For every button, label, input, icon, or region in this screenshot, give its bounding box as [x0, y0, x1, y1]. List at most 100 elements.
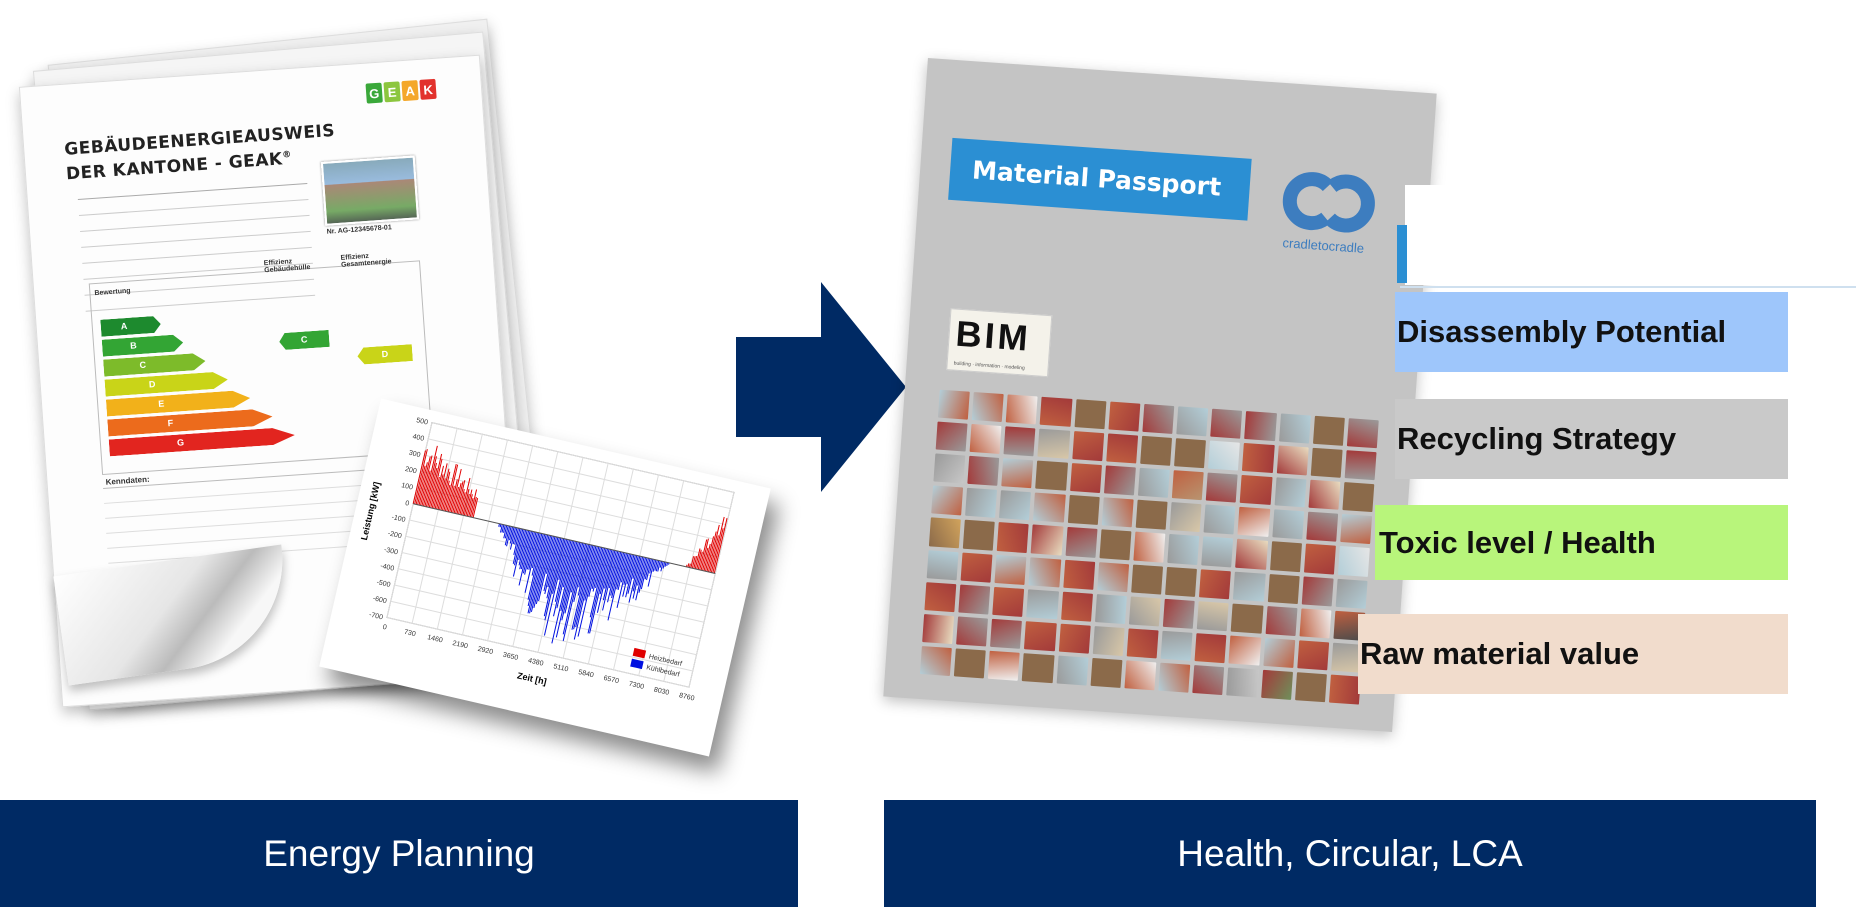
material-sample-tile — [1103, 465, 1136, 496]
grid-line — [688, 492, 735, 688]
geak-logo-letter: G — [365, 82, 383, 104]
heat-spike — [687, 563, 690, 568]
cool-spike — [503, 525, 508, 539]
cool-spike — [628, 555, 641, 603]
material-sample-tile — [933, 453, 966, 484]
cool-spike — [512, 528, 522, 564]
heat-spike — [431, 476, 440, 509]
energy-class-a: A — [100, 316, 161, 337]
label-toxic-level-health: Toxic level / Health — [1375, 505, 1788, 580]
material-sample-tile — [1060, 591, 1093, 622]
cool-spike — [637, 556, 645, 586]
y-tick-label: 400 — [412, 433, 425, 442]
cool-spike — [596, 549, 613, 613]
label-raw-material-value: Raw material value — [1358, 614, 1788, 694]
cool-spike — [564, 542, 582, 614]
material-sample-tile — [1205, 472, 1238, 503]
material-sample-tile — [1022, 653, 1055, 684]
cool-spike — [623, 553, 632, 585]
heat-spike — [417, 462, 428, 505]
cool-spike — [662, 561, 666, 569]
cool-spike — [632, 556, 642, 592]
cool-spike — [498, 523, 500, 527]
x-tick-label: 7300 — [628, 681, 645, 691]
material-sample-tile — [1208, 440, 1241, 471]
heat-spike — [415, 465, 426, 505]
material-sample-tile — [1328, 674, 1361, 705]
cool-spike — [509, 526, 514, 541]
cool-spike — [518, 529, 527, 561]
y-tick-label: 200 — [404, 466, 417, 475]
heat-spike — [450, 468, 462, 513]
heat-spike — [703, 543, 711, 572]
geak-title: GEBÄUDEENERGIEAUSWEIS DER KANTONE - GEAK… — [63, 120, 336, 185]
cool-spike — [575, 545, 595, 627]
material-sample-tile — [1028, 556, 1061, 588]
legend-swatch — [632, 647, 647, 659]
material-sample-tile — [1006, 394, 1039, 425]
cool-spike — [531, 533, 543, 576]
material-sample-tile — [958, 584, 991, 615]
material-sample-tile — [1269, 541, 1302, 572]
cool-spike — [530, 535, 550, 613]
cool-spike — [526, 532, 537, 570]
material-sample-tile — [1099, 529, 1132, 560]
material-sample-tile — [992, 586, 1025, 617]
y-tick-label: 0 — [404, 500, 409, 508]
material-sample-tile — [1203, 504, 1236, 535]
material-sample-tile — [1069, 463, 1102, 494]
material-sample-tile — [1344, 450, 1377, 481]
cool-spike — [644, 558, 651, 580]
y-tick-label: -700 — [368, 611, 383, 621]
heat-spike — [421, 470, 431, 506]
material-sample-tile — [1342, 482, 1375, 513]
total-column-heading: Effizienz Gesamtenergie — [340, 252, 392, 269]
cool-spike — [654, 560, 658, 571]
cool-spike — [500, 524, 503, 533]
cool-spike — [635, 557, 647, 601]
material-sample-tile — [931, 485, 964, 516]
material-sample-tile — [956, 616, 989, 647]
material-sample-tile — [1267, 573, 1300, 604]
material-sample-tile — [1105, 433, 1139, 464]
x-tick-label: 5840 — [578, 669, 595, 679]
heat-spike — [430, 458, 443, 508]
cool-spike — [589, 548, 607, 618]
material-sample-tile — [1071, 431, 1104, 462]
cool-spike — [518, 531, 533, 586]
material-sample-tile — [1228, 635, 1261, 666]
cool-spike — [512, 527, 518, 545]
material-sample-tile — [971, 392, 1004, 423]
y-tick-label: -400 — [380, 563, 395, 573]
material-sample-tile — [1058, 623, 1091, 654]
heat-spike — [427, 467, 438, 508]
cool-spike — [571, 544, 592, 630]
building-photo — [320, 155, 420, 226]
cool-spike — [646, 558, 652, 581]
cool-spike — [545, 536, 556, 574]
heat-spike — [707, 524, 720, 573]
heat-spike — [444, 463, 457, 512]
cool-spike — [533, 535, 552, 609]
material-sample-tile — [1158, 662, 1191, 693]
material-sample-tile — [928, 517, 961, 548]
cool-spike — [562, 543, 585, 635]
cool-spike — [591, 547, 603, 590]
cool-spike — [625, 554, 636, 598]
material-sample-tile — [1192, 664, 1225, 696]
material-sample-tile — [1226, 667, 1259, 698]
x-tick-label: 4380 — [527, 657, 544, 667]
bim-logo: BIM building · information · modeling — [946, 308, 1053, 378]
material-sample-tile — [994, 554, 1027, 585]
cool-spike — [514, 527, 519, 545]
envelope-class-marker: C — [279, 330, 330, 350]
cool-spike — [627, 555, 638, 594]
cool-spike — [632, 555, 639, 579]
material-sample-tile — [954, 648, 987, 679]
cool-spike — [552, 538, 566, 594]
rating-heading: Bewertung — [94, 287, 131, 298]
y-tick-label: 300 — [408, 450, 421, 459]
material-sample-tile — [1094, 593, 1127, 624]
material-sample-tile — [1271, 509, 1304, 540]
right-arrow-icon — [736, 282, 906, 492]
